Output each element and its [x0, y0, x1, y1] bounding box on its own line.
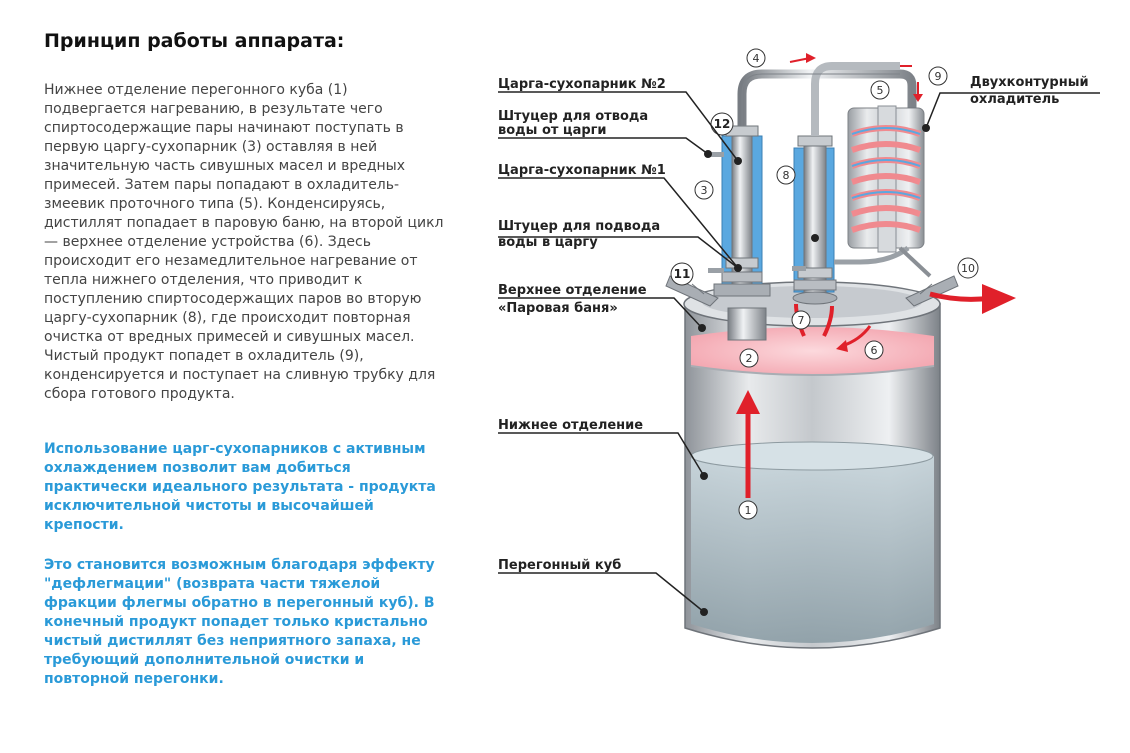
svg-text:7: 7: [798, 314, 805, 327]
svg-text:4: 4: [753, 52, 760, 65]
description-paragraph: Нижнее отделение перегонного куба (1) по…: [44, 82, 444, 402]
callout-12: 12: [710, 112, 734, 136]
label-lower-section: Нижнее отделение: [498, 418, 643, 433]
page-title: Принцип работы аппарата:: [44, 30, 345, 52]
callout-6: 6: [864, 340, 884, 360]
leader-lines: [498, 91, 1100, 613]
svg-text:12: 12: [714, 117, 731, 131]
label-upper-line1: Верхнее отделение: [498, 283, 647, 298]
svg-text:5: 5: [877, 84, 884, 97]
callout-11: 11: [670, 262, 694, 286]
label-outlet-line1: Штуцер для отвода: [498, 109, 648, 124]
svg-text:9: 9: [935, 70, 942, 83]
label-column-1: Царга-сухопарник №1: [498, 163, 666, 178]
svg-text:3: 3: [701, 184, 708, 197]
column-2: [792, 135, 838, 305]
label-cooler-line1: Двухконтурный: [970, 75, 1089, 90]
callout-3: 3: [694, 180, 714, 200]
inner-tube: [727, 307, 767, 341]
still-vessel: [665, 275, 959, 649]
label-outlet-line2: воды от царги: [498, 123, 607, 138]
leader-dots: [698, 124, 930, 616]
label-cooler-line2: охладитель: [970, 92, 1059, 107]
svg-text:2: 2: [746, 352, 753, 365]
callout-8: 8: [776, 165, 796, 185]
callout-5: 5: [870, 80, 890, 100]
label-inlet-line1: Штуцер для подвода: [498, 219, 660, 234]
label-upper-line2: «Паровая баня»: [498, 301, 618, 316]
callout-2: 2: [739, 348, 759, 368]
callout-1: 1: [738, 500, 758, 520]
highlight-paragraph-2: Это становится возможным благодаря эффек…: [44, 557, 435, 687]
svg-text:1: 1: [745, 504, 752, 517]
double-cooler: [834, 105, 932, 278]
highlight-paragraph-1: Использование царг-сухопарников с активн…: [44, 441, 436, 533]
svg-text:11: 11: [674, 267, 691, 281]
callout-4: 4: [746, 48, 766, 68]
label-inlet-line2: воды в царгу: [498, 235, 598, 250]
vapor-arrows: [736, 53, 1016, 498]
label-still: Перегонный куб: [498, 558, 621, 573]
callout-10: 10: [957, 257, 979, 279]
distiller-diagram: 1 2 3 4 5 6 7 8 9 10 11 12 Царга-сухопар…: [498, 48, 1100, 649]
svg-text:8: 8: [783, 169, 790, 182]
vapor-pipe-2: [811, 62, 900, 136]
svg-text:10: 10: [961, 262, 975, 275]
callout-9: 9: [928, 66, 948, 86]
callout-7: 7: [791, 310, 811, 330]
svg-text:6: 6: [871, 344, 878, 357]
label-column-2: Царга-сухопарник №2: [498, 77, 666, 92]
